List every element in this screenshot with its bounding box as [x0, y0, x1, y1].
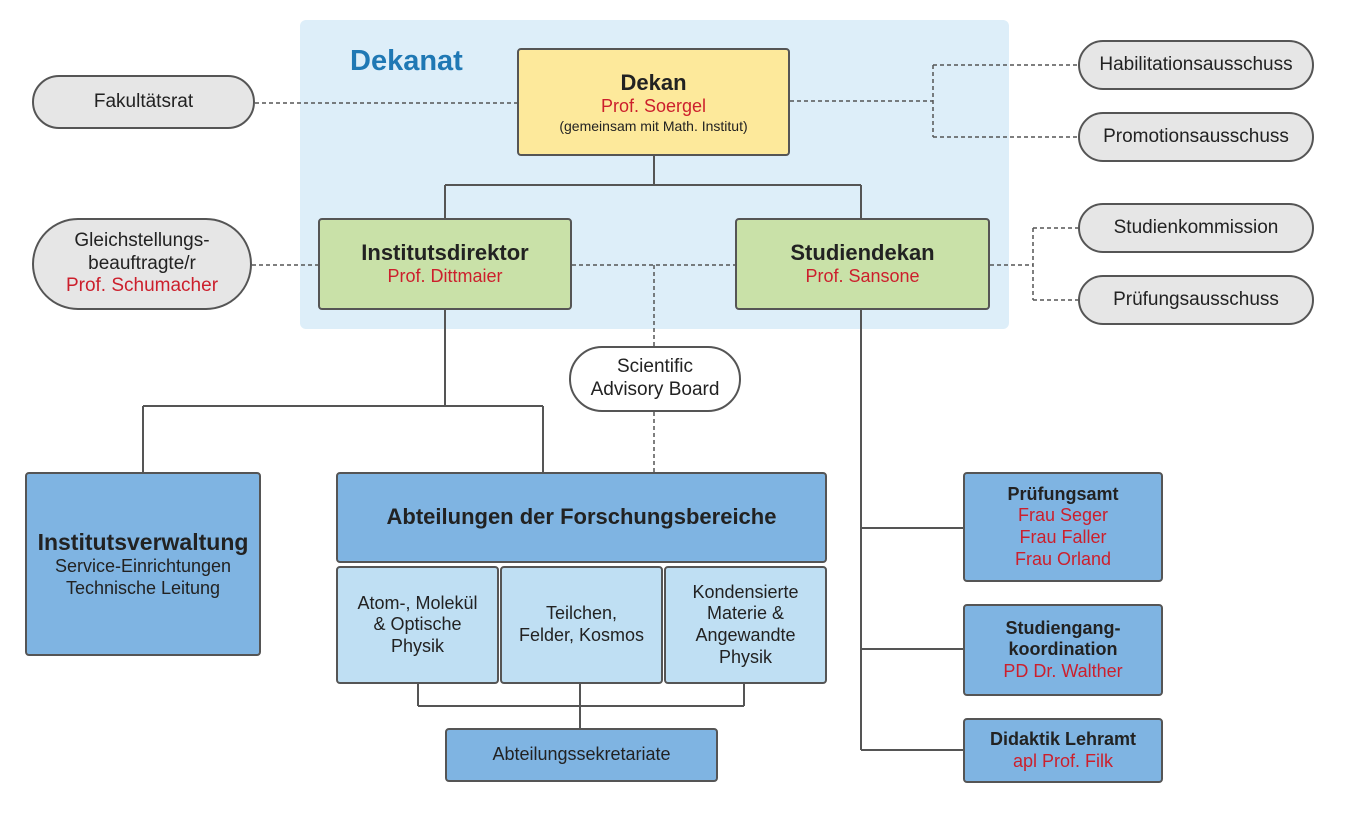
dept-kondensierte-line4: Physik [718, 646, 772, 667]
studiendekan-name: Prof. Sansone [805, 266, 920, 287]
fakultaetsrat-node: Fakultätsrat [32, 75, 255, 129]
institutsverwaltung-box: Institutsverwaltung Service-Einrichtunge… [25, 472, 261, 656]
studienkommission-node: Studienkommission [1078, 203, 1314, 253]
studiendekan-box: Studiendekan Prof. Sansone [735, 218, 990, 310]
promotion-node: Promotionsausschuss [1078, 112, 1314, 162]
habilitation-node: Habilitationsausschuss [1078, 40, 1314, 90]
studienkommission-label: Studienkommission [1113, 216, 1279, 238]
advisory-board-node: Scientific Advisory Board [569, 346, 741, 412]
studiengang-box: Studiengang- koordination PD Dr. Walther [963, 604, 1163, 696]
institutsdirektor-name: Prof. Dittmaier [387, 266, 503, 287]
gleichstellung-node: Gleichstellungs- beauftragte/r Prof. Sch… [32, 218, 252, 310]
dekan-box: Dekan Prof. Soergel (gemeinsam mit Math.… [517, 48, 790, 156]
didaktik-name: apl Prof. Filk [1012, 750, 1114, 771]
gleichstellung-line2: beauftragte/r [88, 252, 196, 274]
dept-kondensierte-line3: Angewandte [695, 625, 796, 645]
dekan-note: (gemeinsam mit Math. Institut) [559, 117, 748, 134]
didaktik-title: Didaktik Lehramt [989, 728, 1137, 749]
promotion-label: Promotionsausschuss [1103, 125, 1289, 147]
dept-amo-line3: Physik [390, 635, 444, 656]
abteilungen-box: Abteilungen der Forschungsbereiche [336, 472, 827, 563]
dept-amo-box: Atom-, Molekül & Optische Physik [336, 566, 499, 684]
fakultaetsrat-label: Fakultätsrat [93, 90, 194, 112]
dept-teilchen-line2: Felder, Kosmos [518, 625, 645, 645]
dept-teilchen-box: Teilchen, Felder, Kosmos [500, 566, 663, 684]
dept-kondensierte-line2: Materie & [706, 603, 785, 624]
institutsdirektor-title: Institutsdirektor [361, 240, 529, 265]
dekan-name: Prof. Soergel [600, 96, 707, 116]
institutsdirektor-box: Institutsdirektor Prof. Dittmaier [318, 218, 572, 310]
pruefungsausschuss-node: Prüfungsausschuss [1078, 275, 1314, 325]
sekretariate-label: Abteilungssekretariate [492, 744, 671, 765]
dept-amo-line2: & Optische [373, 614, 462, 635]
pruefungsamt-name-2: Frau Faller [1019, 527, 1107, 547]
institutsverwaltung-title: Institutsverwaltung [37, 528, 249, 555]
pruefungsamt-box: Prüfungsamt Frau Seger Frau Faller Frau … [963, 472, 1163, 582]
dept-amo-line1: Atom-, Molekül [357, 592, 478, 613]
gleichstellung-name: Prof. Schumacher [65, 275, 219, 297]
dept-kondensierte-line1: Kondensierte [692, 581, 799, 602]
studiengang-line2: koordination [1008, 639, 1118, 660]
pruefungsamt-title: Prüfungsamt [1007, 483, 1119, 504]
studiengang-line1: Studiengang- [1005, 617, 1121, 638]
pruefungsamt-name-3: Frau Orland [1014, 548, 1112, 569]
pruefungsausschuss-label: Prüfungsausschuss [1113, 288, 1279, 310]
habilitation-label: Habilitationsausschuss [1099, 53, 1293, 75]
studiendekan-title: Studiendekan [790, 240, 935, 265]
dept-kondensierte-box: Kondensierte Materie & Angewandte Physik [664, 566, 827, 684]
institutsverwaltung-line1: Service-Einrichtungen [54, 556, 232, 577]
advisory-board-line1: Scientific [616, 356, 694, 378]
abteilungen-title: Abteilungen der Forschungsbereiche [386, 504, 777, 530]
pruefungsamt-name-1: Frau Seger [1017, 505, 1109, 526]
didaktik-box: Didaktik Lehramt apl Prof. Filk [963, 718, 1163, 783]
dekan-title: Dekan [620, 69, 687, 95]
institutsverwaltung-line2: Technische Leitung [65, 577, 221, 598]
sekretariate-box: Abteilungssekretariate [445, 728, 718, 782]
dekanat-label: Dekanat [350, 45, 463, 77]
gleichstellung-line1: Gleichstellungs- [74, 229, 210, 251]
advisory-board-line2: Advisory Board [590, 379, 720, 400]
dept-teilchen-line1: Teilchen, [545, 603, 618, 624]
studiengang-name: PD Dr. Walther [1003, 660, 1123, 681]
